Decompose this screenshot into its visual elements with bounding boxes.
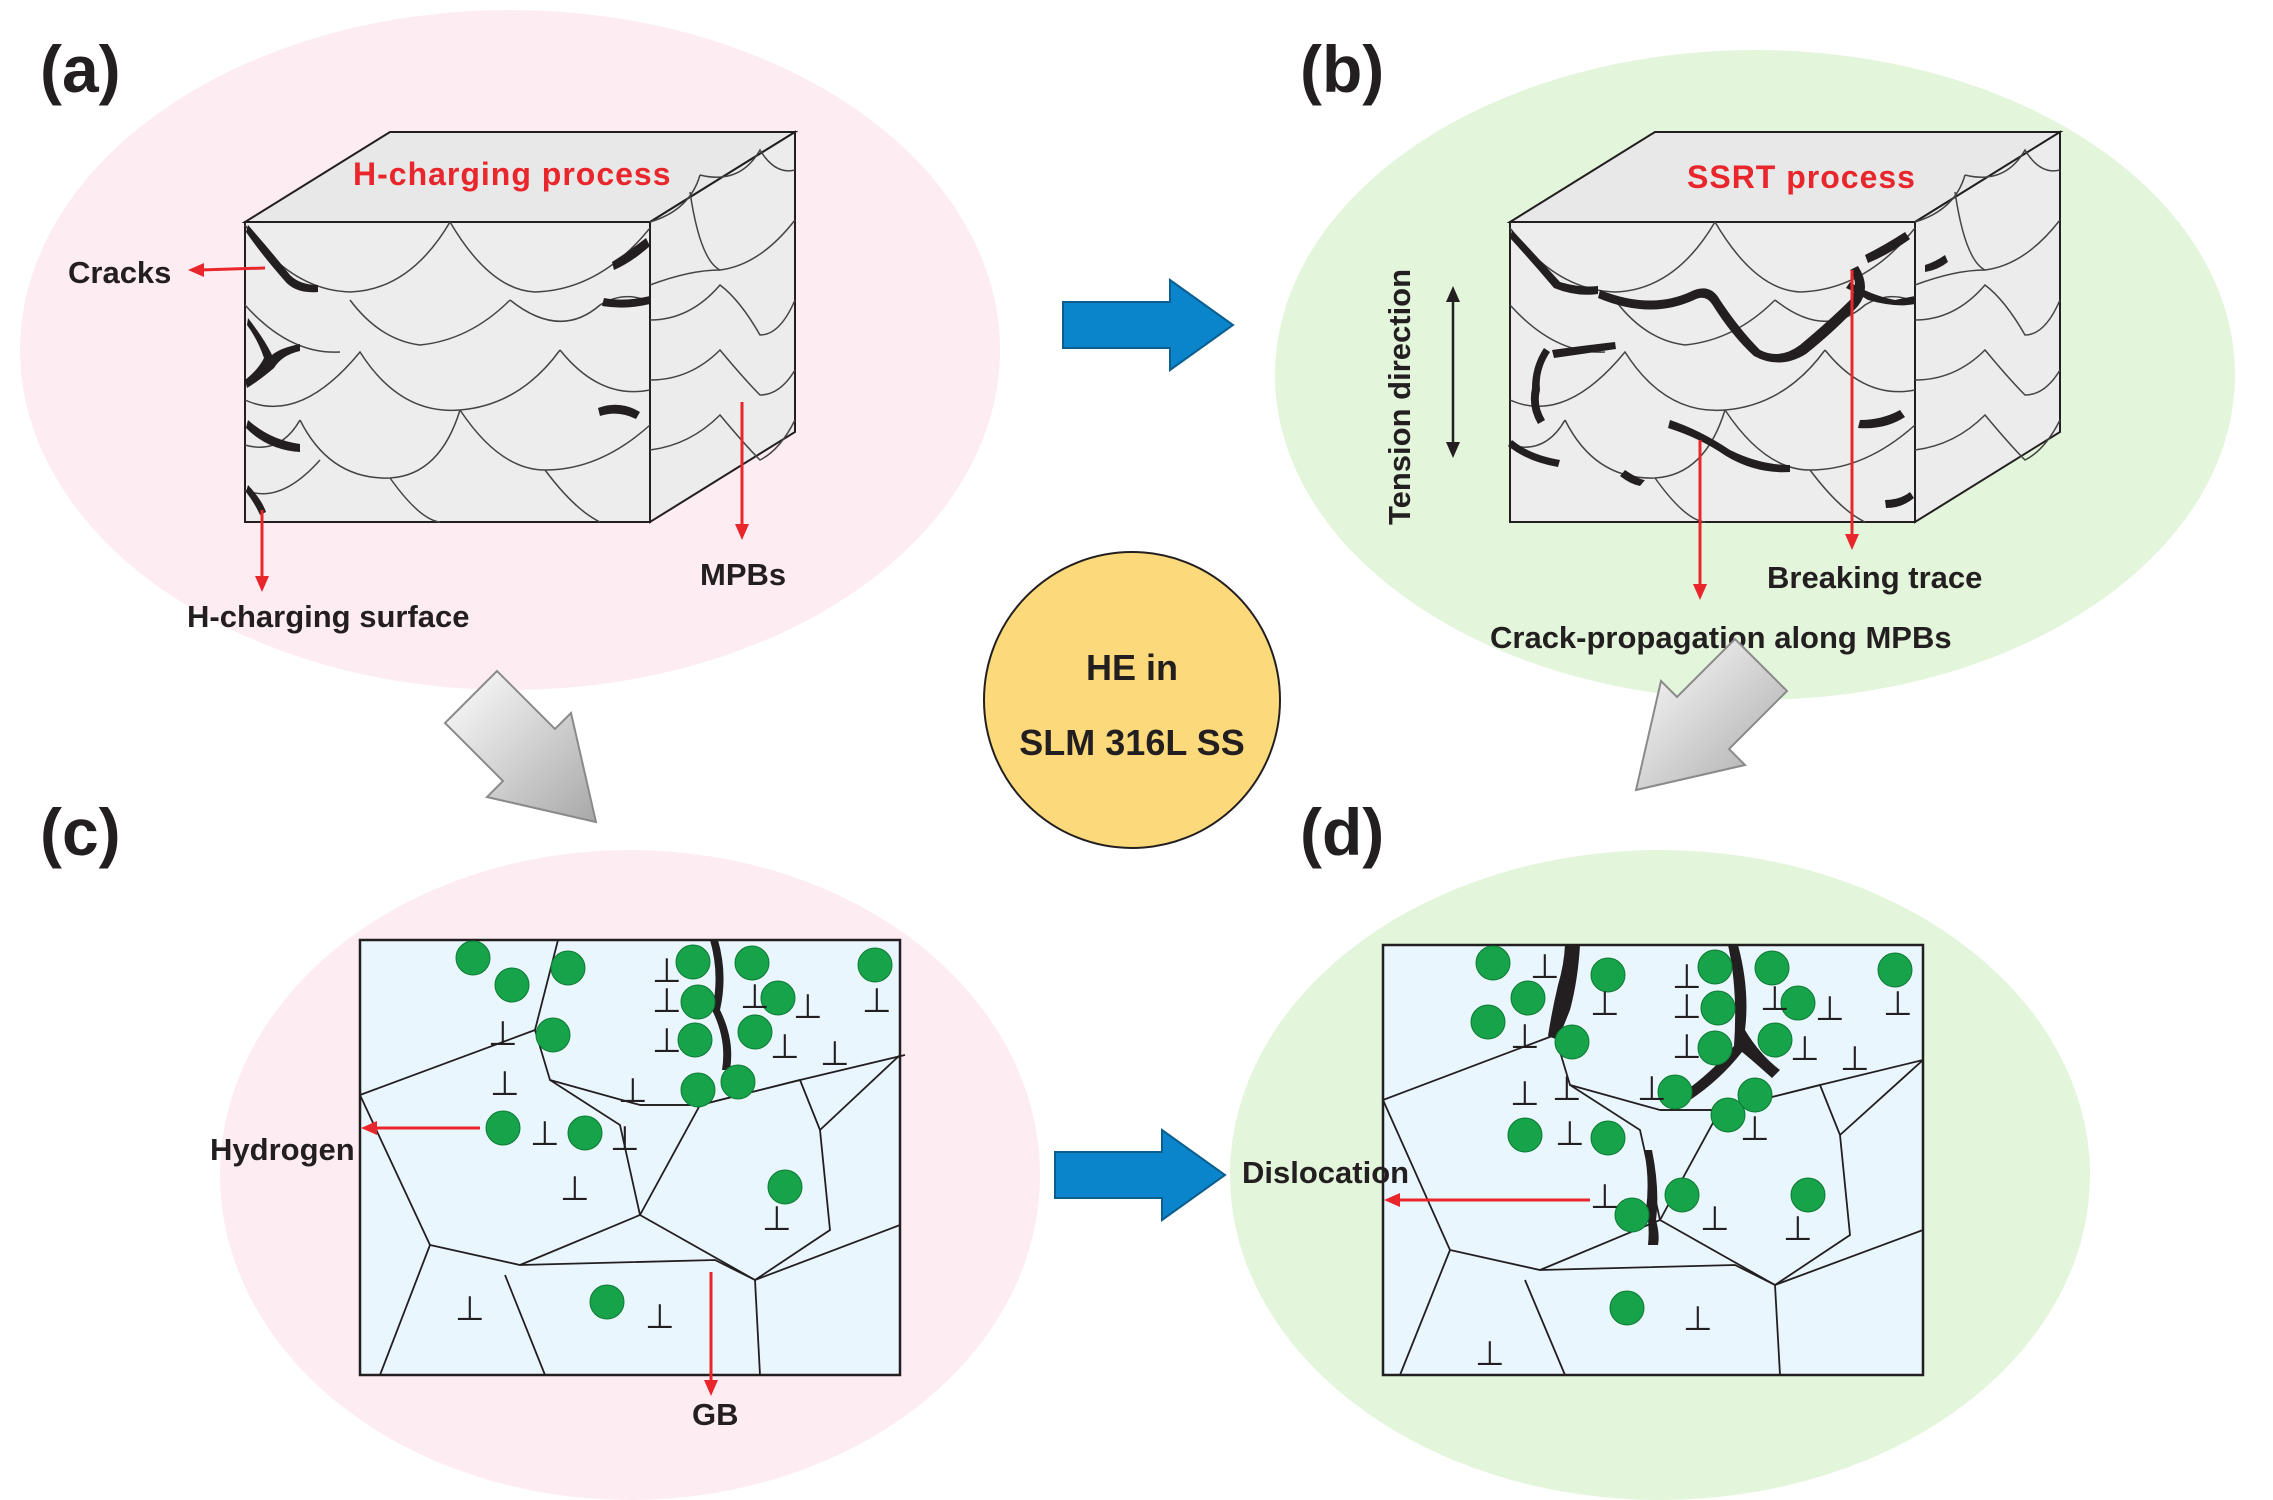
label-h-charging-surface: H-charging surface: [187, 599, 470, 634]
center-line-2: SLM 316L SS: [1019, 722, 1244, 763]
cracks-pointer: [199, 266, 266, 272]
svg-text:⊥: ⊥: [793, 988, 823, 1026]
svg-text:⊥: ⊥: [645, 1298, 675, 1336]
label-hydrogen: Hydrogen: [210, 1132, 355, 1167]
svg-text:⊥: ⊥: [455, 1290, 485, 1328]
svg-text:⊥: ⊥: [610, 1120, 640, 1158]
tension-arrowhead-top: [1446, 286, 1460, 302]
svg-text:⊥: ⊥: [740, 978, 770, 1016]
crack-propagation-arrowhead: [1693, 584, 1707, 600]
svg-text:⊥: ⊥: [1740, 1110, 1770, 1148]
dislocation-arrowhead: [1384, 1193, 1400, 1207]
svg-text:⊥: ⊥: [1530, 948, 1560, 986]
svg-text:⊥: ⊥: [1672, 1028, 1702, 1066]
dislocations-c: ⊥ ⊥ ⊥ ⊥ ⊥ ⊥ ⊥ ⊥ ⊥ ⊥ ⊥ ⊥ ⊥ ⊥ ⊥ ⊥ ⊥: [455, 952, 892, 1336]
svg-text:⊥: ⊥: [530, 1115, 560, 1153]
svg-text:⊥: ⊥: [1840, 1040, 1870, 1078]
svg-text:⊥: ⊥: [652, 982, 682, 1020]
svg-text:⊥: ⊥: [490, 1065, 520, 1103]
svg-text:⊥: ⊥: [1637, 1070, 1667, 1108]
svg-text:⊥: ⊥: [1683, 1300, 1713, 1338]
block-a: [241, 130, 799, 524]
svg-text:⊥: ⊥: [1552, 1070, 1582, 1108]
svg-text:⊥: ⊥: [1590, 1178, 1620, 1216]
svg-text:⊥: ⊥: [862, 982, 892, 1020]
grain-map-c: ⊥ ⊥ ⊥ ⊥ ⊥ ⊥ ⊥ ⊥ ⊥ ⊥ ⊥ ⊥ ⊥ ⊥ ⊥ ⊥ ⊥: [358, 938, 906, 1377]
panel-label-c: (c): [40, 795, 121, 869]
svg-text:⊥: ⊥: [1510, 1018, 1540, 1056]
svg-text:⊥: ⊥: [770, 1028, 800, 1066]
svg-text:⊥: ⊥: [1760, 980, 1790, 1018]
svg-text:⊥: ⊥: [1672, 958, 1702, 996]
svg-text:⊥: ⊥: [488, 1015, 518, 1053]
flow-arrow-a-to-b: [1062, 278, 1235, 372]
svg-text:⊥: ⊥: [1883, 985, 1913, 1023]
grain-map-d: ⊥ ⊥ ⊥ ⊥ ⊥ ⊥ ⊥ ⊥ ⊥ ⊥ ⊥ ⊥ ⊥ ⊥ ⊥ ⊥ ⊥ ⊥ ⊥ ⊥ …: [1381, 943, 1925, 1377]
label-tension-direction: Tension direction: [1382, 269, 1417, 525]
title-b: SSRT process: [1687, 159, 1916, 195]
svg-text:⊥: ⊥: [652, 952, 682, 990]
tension-arrowhead-bottom: [1446, 442, 1460, 458]
hydrogen-arrowhead: [361, 1121, 377, 1135]
panel-label-b: (b): [1300, 32, 1384, 106]
surface-arrowhead: [255, 576, 269, 592]
svg-text:⊥: ⊥: [652, 1022, 682, 1060]
svg-text:⊥: ⊥: [1510, 1075, 1540, 1113]
label-crack-propagation: Crack-propagation along MPBs: [1490, 620, 1952, 655]
svg-text:⊥: ⊥: [1672, 988, 1702, 1026]
svg-text:⊥: ⊥: [560, 1170, 590, 1208]
label-cracks: Cracks: [68, 255, 171, 290]
center-line-1: HE in: [1086, 647, 1178, 688]
svg-text:⊥: ⊥: [1790, 1030, 1820, 1068]
label-dislocation: Dislocation: [1242, 1155, 1409, 1190]
svg-text:⊥: ⊥: [1815, 990, 1845, 1028]
svg-text:⊥: ⊥: [820, 1035, 850, 1073]
center-circle: [983, 551, 1281, 849]
flow-arrow-c-to-d: [1054, 1128, 1227, 1222]
label-breaking-trace: Breaking trace: [1767, 560, 1982, 595]
cracks-arrowhead: [188, 263, 204, 277]
panel-label-d: (d): [1300, 795, 1384, 869]
svg-text:⊥: ⊥: [1700, 1200, 1730, 1238]
svg-text:⊥: ⊥: [1475, 1335, 1505, 1373]
panel-label-a: (a): [40, 32, 121, 106]
cracks-a: [245, 225, 650, 515]
mpbs-arrowhead: [735, 524, 749, 540]
breaking-trace-arrowhead: [1845, 534, 1859, 550]
svg-text:⊥: ⊥: [762, 1200, 792, 1238]
title-a: H-charging process: [353, 156, 672, 192]
svg-text:⊥: ⊥: [1783, 1210, 1813, 1248]
cracks-b: [1508, 230, 1948, 508]
flow-arrow-b-to-d: [1634, 637, 1789, 792]
svg-text:⊥: ⊥: [618, 1072, 648, 1110]
svg-text:⊥: ⊥: [1555, 1115, 1585, 1153]
block-b: [1506, 130, 2064, 524]
gb-arrowhead: [704, 1380, 718, 1396]
label-mpbs: MPBs: [700, 557, 786, 592]
flow-arrow-a-to-c: [443, 669, 598, 824]
label-gb: GB: [692, 1397, 739, 1432]
svg-text:⊥: ⊥: [1590, 985, 1620, 1023]
dislocations-d: ⊥ ⊥ ⊥ ⊥ ⊥ ⊥ ⊥ ⊥ ⊥ ⊥ ⊥ ⊥ ⊥ ⊥ ⊥ ⊥ ⊥ ⊥ ⊥ ⊥ …: [1475, 948, 1913, 1373]
